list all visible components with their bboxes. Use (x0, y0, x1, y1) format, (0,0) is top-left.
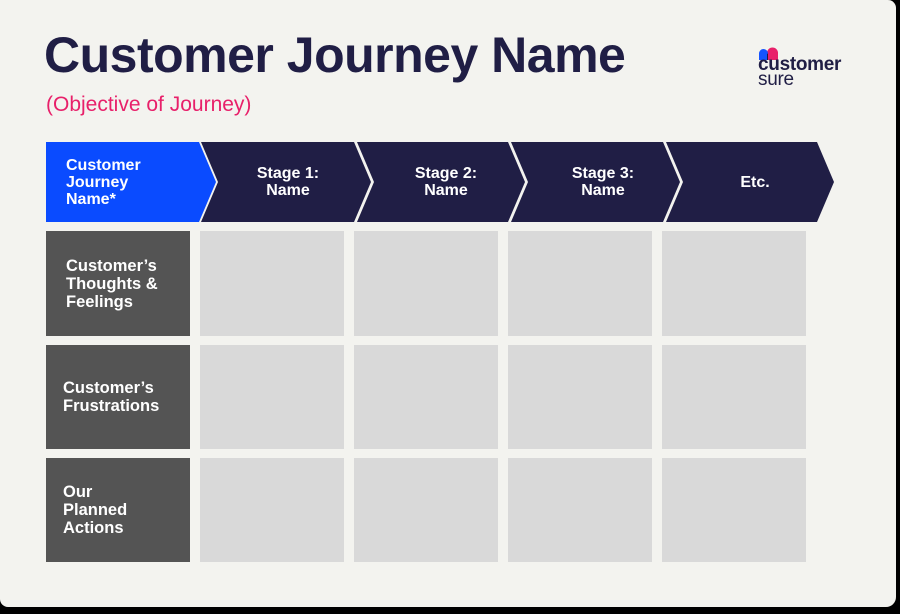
journey-cell[interactable] (200, 231, 344, 336)
stage-label-line: Stage 1: (256, 165, 320, 182)
journey-objective: (Objective of Journey) (46, 93, 252, 116)
stage-label-text: Stage 1:Name (257, 165, 319, 199)
stage-label-text: Etc. (740, 174, 769, 191)
stage-label-2: Stage 2:Name (374, 142, 518, 222)
stage-label-line: Stage 3: (571, 165, 635, 182)
page-title: Customer Journey Name (44, 27, 626, 83)
stage-label-text: Stage 3:Name (572, 165, 634, 199)
stage-label-1: Stage 1:Name (218, 142, 358, 222)
row-label-line: Our (63, 483, 93, 501)
journey-cell[interactable] (354, 458, 498, 562)
journey-cell[interactable] (508, 458, 652, 562)
stage-label-line: Name (581, 182, 625, 199)
row-label-line: Customer’s (66, 256, 157, 275)
journey-cell[interactable] (662, 458, 806, 562)
row-label-line: Actions (63, 519, 124, 537)
row-label-line: Customer’s (63, 379, 154, 397)
journey-cell[interactable] (354, 345, 498, 449)
journey-cell[interactable] (200, 458, 344, 562)
stage-label-text: Stage 2:Name (415, 165, 477, 199)
journey-cell[interactable] (200, 345, 344, 449)
journey-cell[interactable] (662, 345, 806, 449)
row-label-line: Thoughts & (66, 274, 158, 293)
stage-label-3: Stage 3:Name (528, 142, 678, 222)
journey-cell[interactable] (508, 231, 652, 336)
stage-label-line: Name* (66, 190, 116, 208)
logo-word-customer: customer (758, 54, 842, 75)
logo-wordmark: customer sure (758, 54, 842, 90)
stage-label-line: Customer (66, 156, 141, 174)
stage-label-line: Stage 2: (414, 165, 478, 182)
row-label-line: Frustrations (63, 397, 160, 415)
row-label-line: Feelings (66, 292, 133, 311)
stage-label-line: Name (266, 182, 310, 199)
stage-label-line: Journey (66, 173, 129, 191)
journey-cell[interactable] (354, 231, 498, 336)
journey-cell[interactable] (508, 345, 652, 449)
journey-cell[interactable] (662, 231, 806, 336)
row-label-line: Planned (63, 501, 128, 519)
logo-word-sure: sure (758, 69, 794, 90)
stage-label-line: Etc. (740, 173, 770, 191)
stage-label-4: Etc. (683, 142, 827, 222)
customersure-logo: customer sure (757, 46, 857, 90)
stage-label-line: Name (424, 182, 468, 199)
logo-speech-bubbles-icon (759, 47, 778, 60)
